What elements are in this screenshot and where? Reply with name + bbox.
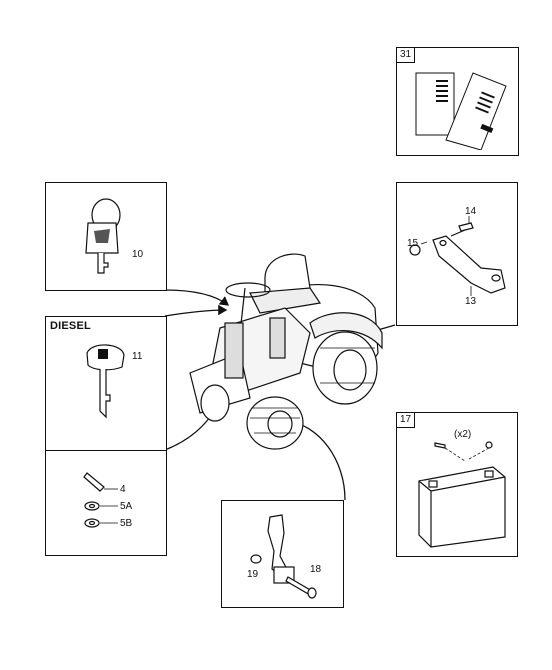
part-label-14: 14 <box>465 206 477 217</box>
part-label-5b: 5B <box>120 518 133 529</box>
battery-illustration <box>418 441 506 548</box>
bracket-box: 14 15 13 <box>396 182 518 326</box>
pin-washers-box: 4 5A 5B <box>45 450 167 556</box>
key-with-ring-icon <box>85 198 121 274</box>
lawn-tractor-illustration <box>189 253 383 450</box>
pedal-box: 19 18 <box>221 500 344 608</box>
box-number-17: 17 <box>397 413 416 428</box>
leader-keyring <box>164 289 230 306</box>
diesel-key-icon <box>86 344 125 419</box>
part-label-5a: 5A <box>120 501 133 512</box>
quantity-label: (x2) <box>454 429 472 440</box>
diesel-key-box: DIESEL 11 <box>45 316 167 454</box>
part-label-13: 13 <box>465 296 477 307</box>
manual-booklets-illustration <box>415 72 507 150</box>
manuals-box: 31 <box>396 47 519 156</box>
part-label-15: 15 <box>407 238 419 249</box>
battery-box: 17 (x2) <box>396 412 518 557</box>
pedal-assembly-illustration <box>250 514 317 599</box>
bracket-assembly-illustration <box>409 216 506 296</box>
part-label-18: 18 <box>310 564 322 575</box>
part-label-4: 4 <box>120 484 126 495</box>
diesel-title: DIESEL <box>50 320 91 332</box>
pin-and-washers-illustration <box>83 472 118 528</box>
part-label-10: 10 <box>132 249 144 260</box>
keyring-box: 10 <box>45 182 167 291</box>
box-number-31: 31 <box>397 48 416 63</box>
leader-diesel <box>164 304 228 317</box>
part-label-19: 19 <box>247 569 259 580</box>
part-label-11: 11 <box>132 351 143 362</box>
